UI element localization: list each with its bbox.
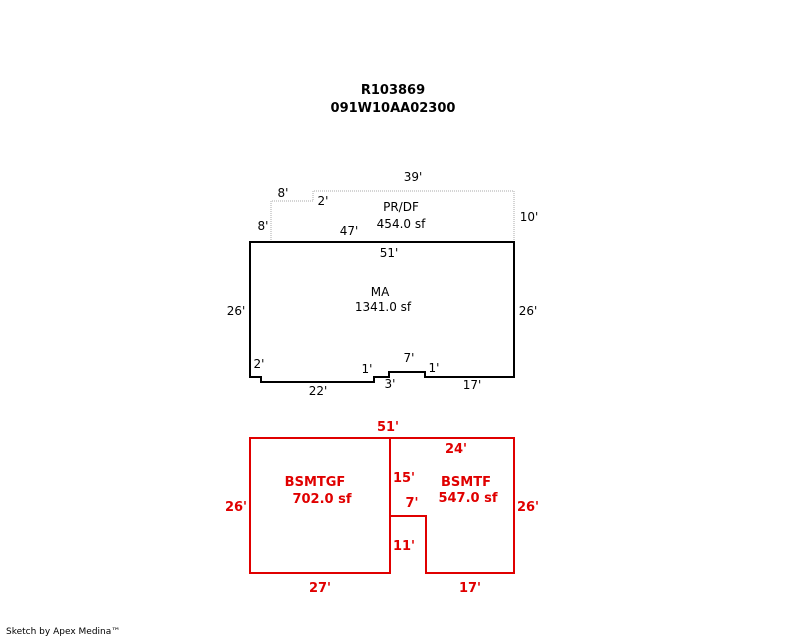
dim-label: 47'	[340, 224, 359, 238]
dim-label: 17'	[463, 378, 482, 392]
area-size: 1341.0 sf	[355, 300, 412, 314]
area-size: 454.0 sf	[377, 217, 426, 231]
porch-deck-outline	[270, 190, 515, 242]
dim-label: 10'	[520, 210, 539, 224]
dim-label: 2'	[318, 194, 329, 208]
dim-label: 22'	[309, 384, 328, 398]
dim-label: 7'	[404, 351, 415, 365]
dim-label: 8'	[278, 186, 289, 200]
dim-label: 8'	[258, 219, 269, 233]
area-code: BSMTGF	[285, 475, 346, 490]
parcel-id: R103869	[360, 83, 426, 98]
dim-label: 24'	[445, 442, 467, 457]
dim-label: 1'	[362, 362, 373, 376]
dim-label: 15'	[393, 471, 415, 486]
dim-label: 39'	[404, 170, 423, 184]
dim-label: 17'	[459, 581, 481, 596]
dim-label: 51'	[377, 420, 399, 435]
area-size: 702.0 sf	[292, 492, 351, 507]
footer-credit: Sketch by Apex Medina™	[6, 627, 121, 637]
dim-label: 1'	[429, 361, 440, 375]
area-code: BSMTF	[441, 475, 491, 490]
dim-label: 7'	[405, 496, 418, 511]
map-number: 091W10AA02300	[330, 101, 456, 116]
dim-label: 11'	[393, 539, 415, 554]
dim-label: 51'	[380, 246, 399, 260]
dim-label: 26'	[227, 304, 246, 318]
area-code: PR/DF	[383, 200, 419, 214]
area-size: 547.0 sf	[438, 491, 497, 506]
area-code: MA	[371, 285, 390, 299]
dim-label: 26'	[225, 500, 247, 515]
main-area-outline	[249, 241, 515, 383]
dim-label: 3'	[385, 377, 396, 391]
dim-label: 26'	[517, 500, 539, 515]
dim-label: 26'	[519, 304, 538, 318]
bsmtf-outline	[389, 437, 515, 574]
bsmtgf-outline	[249, 437, 391, 574]
dim-label: 2'	[254, 357, 265, 371]
dim-label: 27'	[309, 581, 331, 596]
